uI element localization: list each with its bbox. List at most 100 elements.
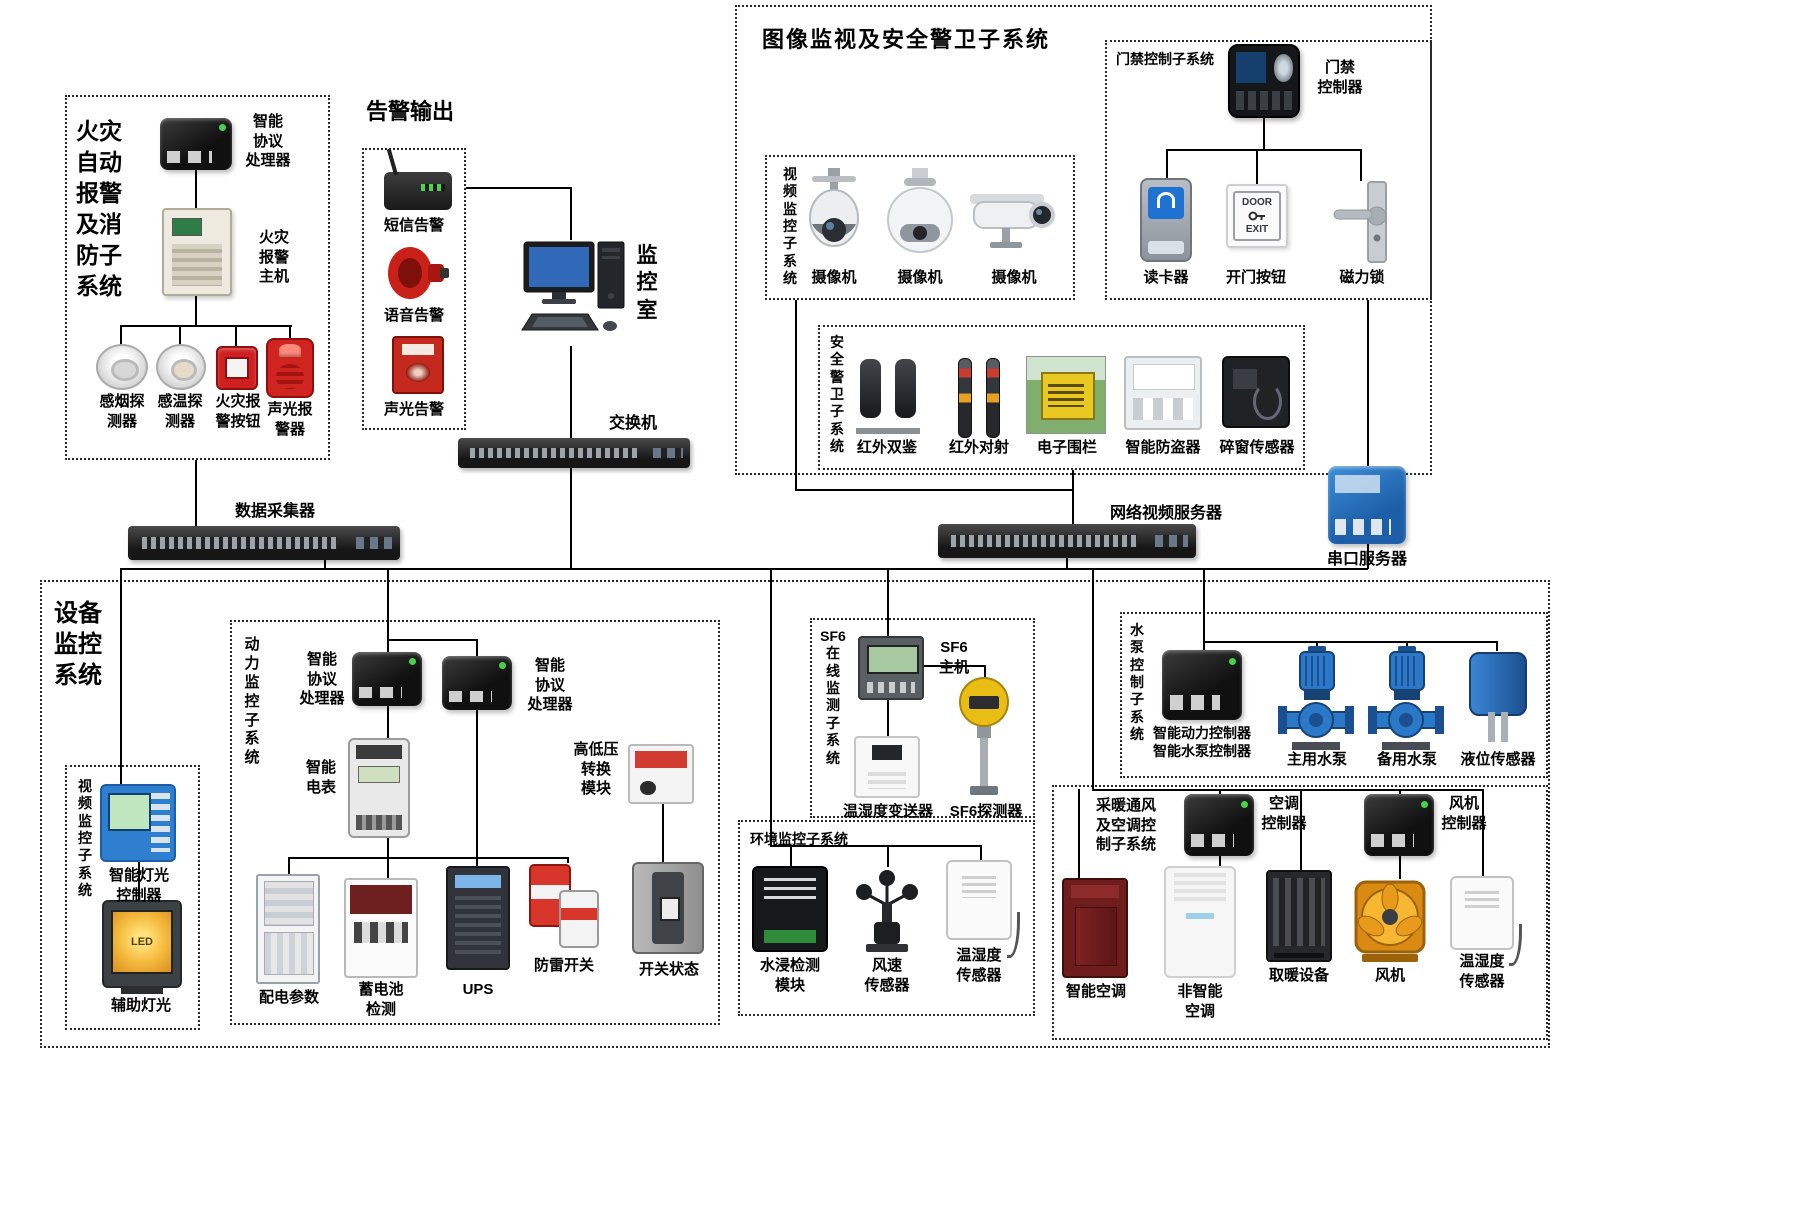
connector-line	[1406, 641, 1408, 649]
connector-line	[795, 489, 1074, 491]
switch-label: 交换机	[608, 415, 657, 432]
dome-camera-device	[809, 168, 859, 247]
heater-label: 取暖设备	[1268, 967, 1329, 984]
fire-alarm-host-device	[162, 208, 232, 296]
voice-alarm-horn-device	[388, 247, 449, 299]
sms-alarm-label: 短信告警	[383, 217, 444, 234]
sf6-host-device	[858, 636, 924, 700]
connector-line	[887, 700, 889, 736]
sf6-title: SF6 在 线 监 测 子 系 统	[820, 628, 846, 766]
connector-line	[466, 187, 572, 189]
fire-call-point-label: 火灾报 警按钮	[215, 393, 261, 430]
connector-line	[387, 568, 389, 640]
connector-line	[1219, 856, 1221, 867]
access-controller-label: 门禁 控制器	[1317, 59, 1363, 96]
electronic-fence-label: 电子围栏	[1036, 439, 1097, 456]
security-guard-title: 安 全 警 卫 子 系 统	[830, 334, 844, 455]
connector-line	[1367, 300, 1369, 466]
door-button-label: 开门按钮	[1225, 269, 1286, 286]
connector-line	[120, 325, 292, 327]
door-text: DOOR	[1242, 196, 1272, 208]
connector-line	[924, 665, 984, 667]
env-th-sensor-label: 温湿度 传感器	[956, 947, 1002, 984]
hv-lv-module-device	[628, 744, 694, 804]
wind-speed-sensor-device	[856, 870, 918, 952]
wind-speed-sensor-label: 风速 传感器	[864, 957, 910, 994]
dome-camera-label: 摄像机	[811, 269, 857, 286]
connector-line	[1203, 568, 1205, 650]
sf6-monitoring-box	[810, 618, 1035, 818]
fan-controller-label: 风机 控制器	[1441, 795, 1487, 832]
serial-server-label: 串口服务器	[1326, 551, 1407, 568]
smart-ac-label: 智能空调	[1065, 983, 1126, 1000]
connector-line	[288, 857, 290, 875]
connector-line	[1078, 789, 1080, 879]
led-floodlight-device: LED	[102, 900, 182, 994]
connector-line	[1496, 641, 1498, 651]
connector-line	[1316, 641, 1318, 649]
distribution-cabinet-device	[256, 874, 320, 984]
backup-pump-device	[1368, 646, 1444, 750]
main-pump-device	[1278, 646, 1354, 750]
infrared-dual-detector-device	[856, 356, 920, 434]
connector-line	[1166, 149, 1168, 179]
connector-line	[984, 665, 986, 677]
ac-controller-device	[1184, 794, 1254, 856]
battery-tester-label: 蓄电池 检测	[358, 981, 404, 1018]
connector-line	[770, 568, 772, 845]
connector-line	[1399, 856, 1401, 879]
window-break-sensor-device	[1222, 356, 1290, 428]
hvac-title: 采暖通风 及空调控 制子系统	[1096, 797, 1157, 853]
hv-lv-module-label: 高低压 转换 模块	[573, 741, 619, 797]
ups-device	[446, 866, 510, 970]
network-video-server-device	[938, 524, 1196, 558]
level-sensor-device	[1464, 648, 1528, 748]
key-icon	[1248, 211, 1265, 221]
non-smart-ac-label: 非智能 空调	[1177, 983, 1223, 1020]
env-th-sensor-device	[946, 860, 1020, 958]
video-surveillance-title: 视 频 监 控 子 系 统	[783, 166, 797, 287]
ptz-camera-label: 摄像机	[897, 269, 943, 286]
video-light-title: 视 频 监 控 子 系 统	[78, 778, 92, 899]
pump-control-box	[1120, 612, 1548, 778]
sf6-detector-label: SF6探测器	[949, 803, 1023, 820]
window-break-sensor-label: 碎窗传感器	[1219, 439, 1295, 456]
connector-line	[1300, 789, 1302, 871]
heat-detector-device	[156, 344, 206, 390]
smoke-detector-device	[96, 344, 148, 390]
infrared-beam-device	[950, 358, 1008, 438]
connector-line	[195, 296, 197, 326]
power-processor-left-label: 智能 协议 处理器	[299, 651, 345, 707]
access-control-box	[1105, 40, 1432, 300]
power-monitoring-box	[230, 620, 720, 1025]
connector-line	[120, 325, 122, 345]
magnetic-lock-device	[1333, 181, 1387, 263]
workstation-computer	[521, 241, 625, 331]
connector-line	[324, 560, 326, 569]
connector-line	[179, 325, 181, 345]
connector-line	[1360, 149, 1362, 181]
equipment-monitoring-box	[40, 580, 1550, 1048]
connector-line	[387, 639, 389, 653]
connector-line	[567, 857, 569, 863]
sound-light-alarm-label: 声光告警	[383, 401, 444, 418]
smoke-detector-label: 感烟探 测器	[99, 393, 145, 430]
connector-line	[476, 710, 478, 868]
connector-line	[1072, 470, 1074, 525]
bullet-camera-device	[970, 194, 1055, 248]
ptz-camera-device	[887, 168, 953, 253]
connector-line	[387, 706, 389, 740]
connector-line	[770, 845, 980, 847]
infrared-beam-label: 红外对射	[948, 439, 1009, 456]
connector-line	[795, 300, 797, 490]
pump-controller-label: 智能动力控制器 智能水泵控制器	[1153, 725, 1251, 760]
connector-line	[1203, 641, 1496, 643]
connector-line	[570, 187, 572, 240]
level-sensor-label: 液位传感器	[1460, 751, 1536, 768]
environment-title: 环境监控子系统	[750, 831, 848, 847]
video-surveillance-box	[765, 155, 1075, 300]
anti-theft-device	[1124, 356, 1202, 430]
serial-server-device	[1328, 466, 1406, 544]
fire-call-point-device	[216, 346, 258, 390]
fan-device	[1354, 880, 1426, 962]
